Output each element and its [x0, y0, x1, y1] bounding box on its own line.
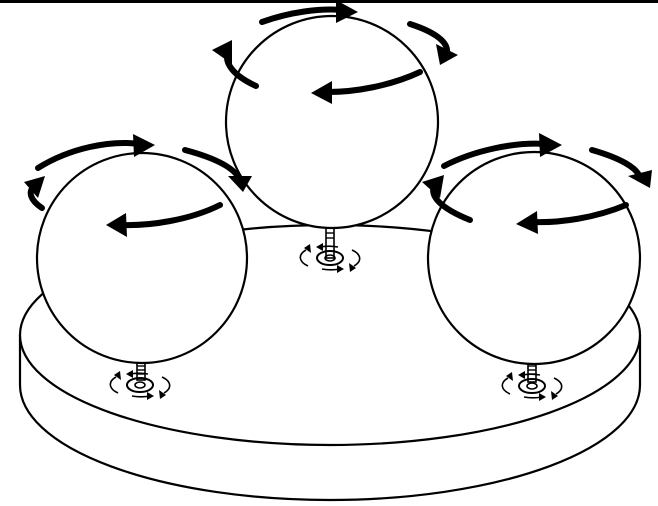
- sphere-center: [224, 14, 440, 230]
- rotation-arrows-center: [212, 0, 458, 104]
- rotation-arrows-left: [24, 134, 252, 237]
- top-border: [0, 0, 658, 3]
- sphere-left: [35, 151, 249, 365]
- sphere-right: [426, 150, 642, 366]
- rotation-arrows-right: [422, 133, 652, 234]
